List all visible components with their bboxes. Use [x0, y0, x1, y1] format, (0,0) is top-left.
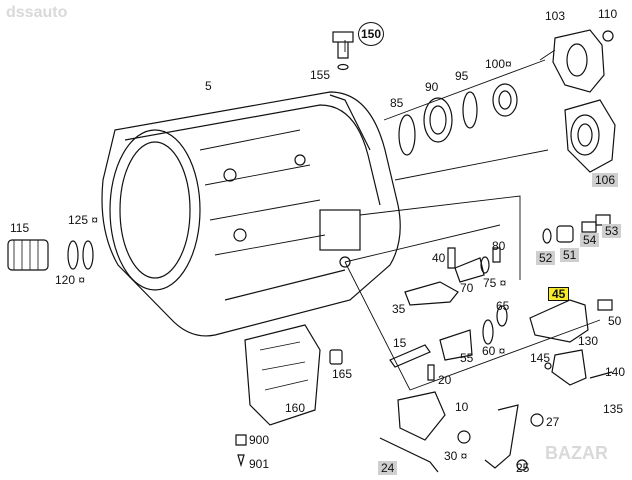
callout-115: 115: [10, 221, 30, 235]
callout-24: 24: [378, 461, 398, 475]
callout-85: 85: [390, 96, 404, 110]
sensor-parts: [542, 214, 611, 244]
callout-75: 75 ¤: [483, 276, 507, 290]
callout-35: 35: [392, 302, 406, 316]
callout-165: 165: [332, 367, 353, 381]
callout-110: 110: [598, 7, 618, 21]
watermark-top: dssauto: [6, 4, 68, 21]
callout-900: 900: [249, 433, 270, 447]
callout-135: 135: [603, 402, 624, 416]
callout-10: 10: [455, 400, 469, 414]
callout-80: 80: [492, 239, 506, 253]
callout-120: 120 ¤: [55, 273, 86, 287]
parking-pawl: [397, 364, 446, 441]
callout-30: 30 ¤: [444, 449, 468, 463]
detent-parts: [389, 319, 494, 368]
lever-assembly: [404, 247, 501, 306]
callout-54: 54: [580, 233, 600, 247]
callout-90: 90: [425, 80, 439, 94]
callout-140: 140: [605, 365, 626, 379]
callout-45: 45: [548, 287, 570, 301]
callout-901: 901: [249, 457, 270, 471]
vent-screw: [332, 31, 354, 71]
callout-60: 60 ¤: [482, 344, 506, 358]
callout-70: 70: [460, 281, 474, 295]
callout-130: 130: [578, 334, 599, 348]
callout-50: 50: [608, 314, 622, 328]
linkage-rods: [379, 404, 544, 473]
callout-125: 125 ¤: [68, 213, 99, 227]
selector-lever: [544, 349, 613, 386]
callout-20: 20: [438, 373, 452, 387]
callout-53: 53: [602, 224, 622, 238]
output-flange: [552, 29, 616, 173]
callout-40: 40: [432, 251, 446, 265]
callout-150: 150: [358, 22, 384, 46]
watermark-bottom: BAZAR: [545, 443, 608, 463]
callout-51: 51: [560, 248, 580, 262]
callout-27: 27: [546, 415, 560, 429]
callout-5: 5: [205, 79, 212, 93]
callout-145: 145: [530, 351, 551, 365]
callout-52: 52: [536, 251, 556, 265]
valve-body: [235, 324, 343, 468]
transmission-housing: [101, 91, 401, 337]
callout-160: 160: [285, 401, 306, 415]
shift-sensor: [496, 299, 613, 343]
callout-15: 15: [393, 336, 407, 350]
callout-103: 103: [545, 9, 566, 23]
input-shaft-parts: [7, 239, 94, 271]
callout-65: 65: [496, 299, 510, 313]
bearing-and-seals: [398, 83, 518, 156]
leader-lines: [344, 40, 601, 391]
callout-95: 95: [455, 69, 469, 83]
callout-25: 25: [516, 461, 530, 475]
callout-106: 106: [592, 173, 619, 187]
callout-155: 155: [310, 68, 331, 82]
callout-55: 55: [460, 351, 474, 365]
callout-100: 100¤: [485, 57, 512, 71]
